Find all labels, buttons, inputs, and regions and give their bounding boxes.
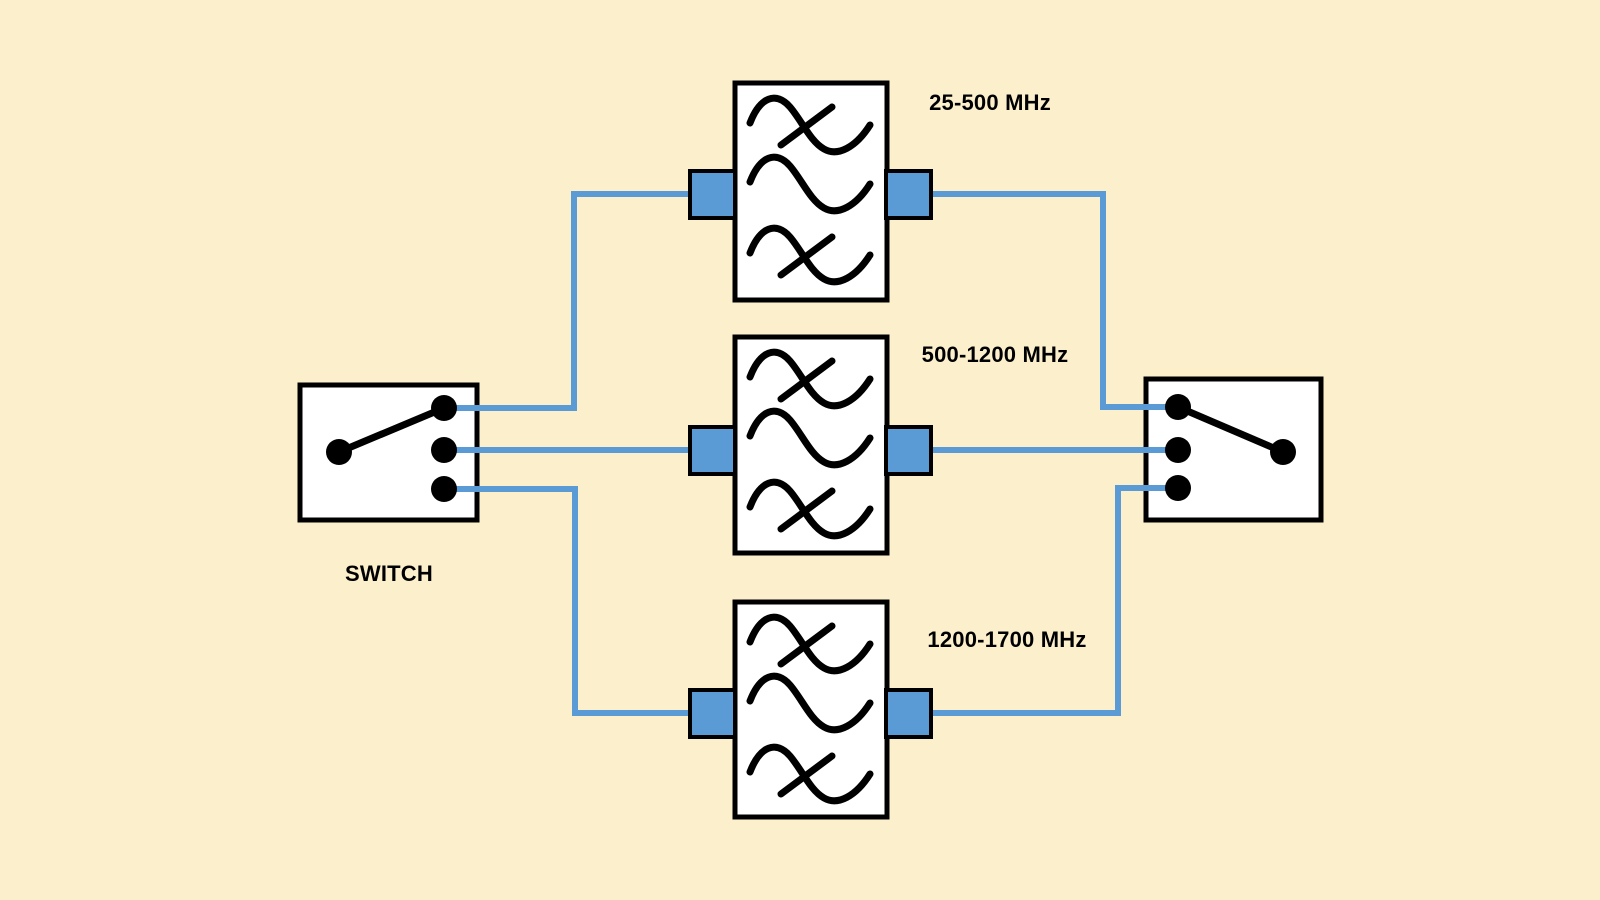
output-switch-throw3-contact (1165, 475, 1191, 501)
output-switch-pole-contact (1270, 439, 1296, 465)
filter2-label: 500-1200 MHz (921, 342, 1069, 367)
filter3-input-port (688, 688, 737, 739)
input-switch-label: SWITCH (345, 561, 433, 586)
filter2-input-port (688, 425, 737, 476)
input-switch-pole-contact (326, 439, 352, 465)
wire-filter3-to-switch (928, 485, 1178, 716)
wire-filter1-to-switch (928, 191, 1178, 410)
wire-switch-to-filter1 (444, 191, 694, 411)
output-switch-throw1-contact (1165, 394, 1191, 420)
filter1-output-port (884, 169, 933, 220)
filter1-input-port (688, 169, 737, 220)
filter3-output-port (884, 688, 933, 739)
wire-switch-to-filter3 (444, 486, 694, 716)
output-switch-arm (1174, 403, 1287, 456)
input-switch-throw3-contact (431, 476, 457, 502)
filter2-output-port (884, 425, 933, 476)
input-switch-throw2-contact (431, 437, 457, 463)
input-switch-throw1-contact (431, 395, 457, 421)
filter1-label: 25-500 MHz (929, 90, 1051, 115)
input-switch-arm (335, 404, 448, 456)
filter3-label: 1200-1700 MHz (927, 627, 1087, 652)
output-switch-throw2-contact (1165, 437, 1191, 463)
